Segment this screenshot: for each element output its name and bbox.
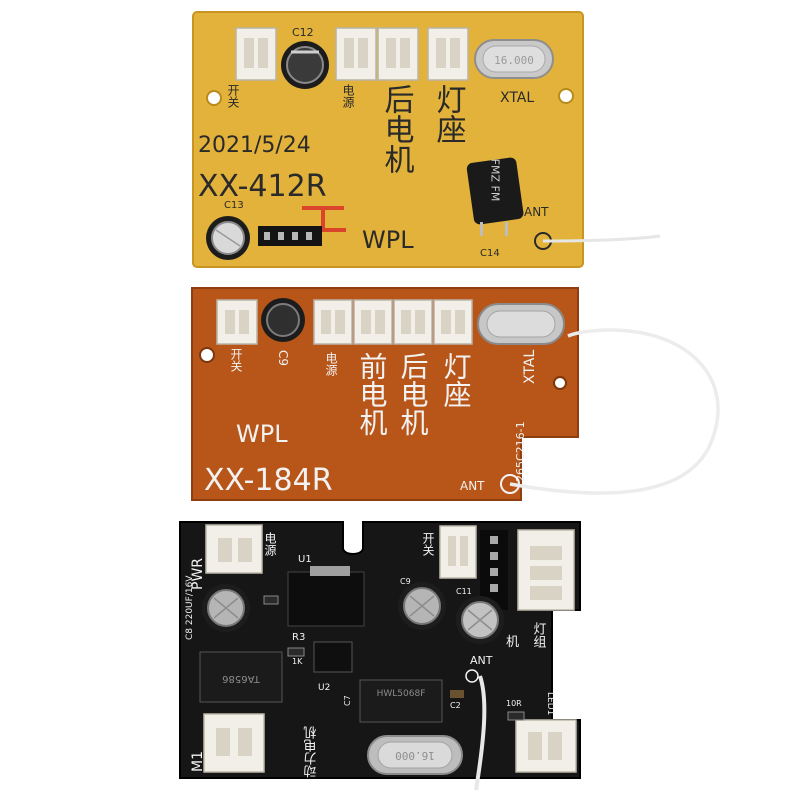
crystal-marking: 16.000 bbox=[395, 749, 435, 762]
connector-switch bbox=[439, 525, 477, 579]
black-receiver-board: U1 TA6586 HWL5068F bbox=[179, 521, 581, 791]
m1-label: M1 bbox=[190, 751, 206, 772]
c9-label: C9 bbox=[276, 350, 290, 366]
connector-light bbox=[427, 27, 469, 81]
switch-label: 开关 bbox=[229, 348, 243, 372]
c11-label: C11 bbox=[456, 587, 472, 596]
front-motor-label: 前电机 bbox=[356, 352, 389, 436]
power-label: 电源 bbox=[324, 352, 338, 377]
ant-label: ANT bbox=[470, 654, 493, 667]
connector-switch bbox=[216, 299, 258, 345]
connector-led bbox=[515, 719, 577, 773]
c2-label: C2 bbox=[450, 701, 461, 710]
connector-motor bbox=[203, 713, 265, 773]
mounting-hole bbox=[206, 90, 222, 106]
ant-label: ANT bbox=[524, 205, 549, 219]
connector-power bbox=[205, 524, 263, 574]
crystal-oscillator: 16.000 bbox=[474, 39, 554, 79]
xtal-label: XTAL bbox=[522, 350, 538, 384]
connector-switch bbox=[235, 27, 277, 81]
board-model: XX-184R bbox=[204, 463, 333, 498]
r3-value: 1K bbox=[292, 657, 303, 666]
light-socket-label: 灯座 bbox=[431, 84, 467, 144]
c14-label: C14 bbox=[480, 248, 500, 259]
cap-marking: FMZ FM bbox=[489, 159, 502, 202]
capacitor-c9 bbox=[261, 298, 305, 342]
power-label: 电源 bbox=[341, 84, 355, 109]
c8-label: C8 220UF/16V bbox=[185, 575, 195, 640]
board-date: 2021/5/24 bbox=[198, 133, 311, 158]
motor-label: 动力电机 bbox=[304, 725, 320, 778]
ant-label: ANT bbox=[460, 479, 485, 493]
smd-resistor bbox=[287, 647, 305, 657]
board-code: 265C216-1 bbox=[514, 421, 527, 482]
smd-resistor bbox=[507, 711, 525, 721]
pwr-label: PWR bbox=[190, 558, 206, 590]
u2-label: U2 bbox=[318, 683, 330, 693]
antenna-pad bbox=[465, 669, 479, 683]
capacitor-c8 bbox=[202, 584, 250, 632]
switch-label: 开关 bbox=[226, 84, 240, 108]
antenna-wire bbox=[509, 328, 720, 495]
power-label: 电源 bbox=[263, 532, 277, 557]
capacitor-c9 bbox=[398, 582, 446, 630]
connector-rear-motor bbox=[393, 299, 433, 345]
rear-motor-label: 后电机 bbox=[379, 84, 415, 174]
c9-label: C9 bbox=[400, 577, 411, 586]
capacitor-c14: FMZ FM bbox=[466, 157, 524, 236]
crystal-oscillator: 16.000 bbox=[367, 735, 463, 775]
pin-header bbox=[258, 226, 322, 246]
light-socket-label: 灯座 bbox=[440, 352, 473, 408]
mounting-hole bbox=[553, 376, 567, 390]
antenna-wire bbox=[542, 234, 661, 243]
chip-receiver: HWL5068F bbox=[359, 679, 443, 723]
connector-rear-motor bbox=[377, 27, 419, 81]
transistor-u2 bbox=[313, 641, 353, 673]
c12-label: C12 bbox=[292, 26, 314, 39]
connector-power bbox=[313, 299, 353, 345]
light-group-label: 灯组 bbox=[531, 622, 547, 648]
connector-light bbox=[433, 299, 473, 345]
xtal-label: XTAL bbox=[500, 90, 534, 106]
board-model: XX-412R bbox=[198, 169, 327, 204]
connector-light-group bbox=[517, 529, 575, 611]
regulator-u1 bbox=[287, 566, 365, 627]
led1-label: LED1 bbox=[545, 692, 555, 715]
smd-resistor bbox=[263, 595, 279, 605]
c13-label: C13 bbox=[224, 200, 244, 211]
u1-label: U1 bbox=[298, 554, 312, 565]
brand-label: WPL bbox=[362, 226, 414, 254]
capacitor-c12 bbox=[281, 41, 329, 89]
orange-receiver-board: 开关 C9 电源 前电机 后电机 灯座 XTAL WPL XX-184R 265… bbox=[191, 287, 720, 501]
connector-front-motor bbox=[353, 299, 393, 345]
capacitor-c13 bbox=[206, 216, 250, 260]
brand-label: WPL bbox=[236, 420, 288, 448]
motor-mark: 机 bbox=[506, 635, 519, 650]
rear-motor-label: 后电机 bbox=[397, 352, 430, 436]
smd-capacitor bbox=[450, 690, 464, 698]
mounting-hole bbox=[558, 88, 574, 104]
capacitor-c11 bbox=[456, 596, 504, 644]
c7-label: C7 bbox=[343, 695, 352, 706]
crystal-oscillator bbox=[477, 303, 565, 345]
mounting-hole bbox=[199, 347, 215, 363]
r10-label: 10R bbox=[506, 699, 522, 708]
r3-label: R3 bbox=[292, 632, 305, 643]
chip-motor-driver: TA6586 bbox=[199, 651, 283, 703]
chip-left-marking: TA6586 bbox=[222, 673, 261, 684]
antenna-wire bbox=[474, 675, 487, 791]
crystal-marking: 16.000 bbox=[494, 54, 534, 67]
connector-power bbox=[335, 27, 377, 81]
chip-right-marking: HWL5068F bbox=[377, 689, 426, 699]
switch-label: 开关 bbox=[421, 532, 435, 556]
yellow-receiver-board: 16.000 XTAL C12 开关 电源 后电机 灯座 2021/5/24 X… bbox=[192, 11, 661, 268]
